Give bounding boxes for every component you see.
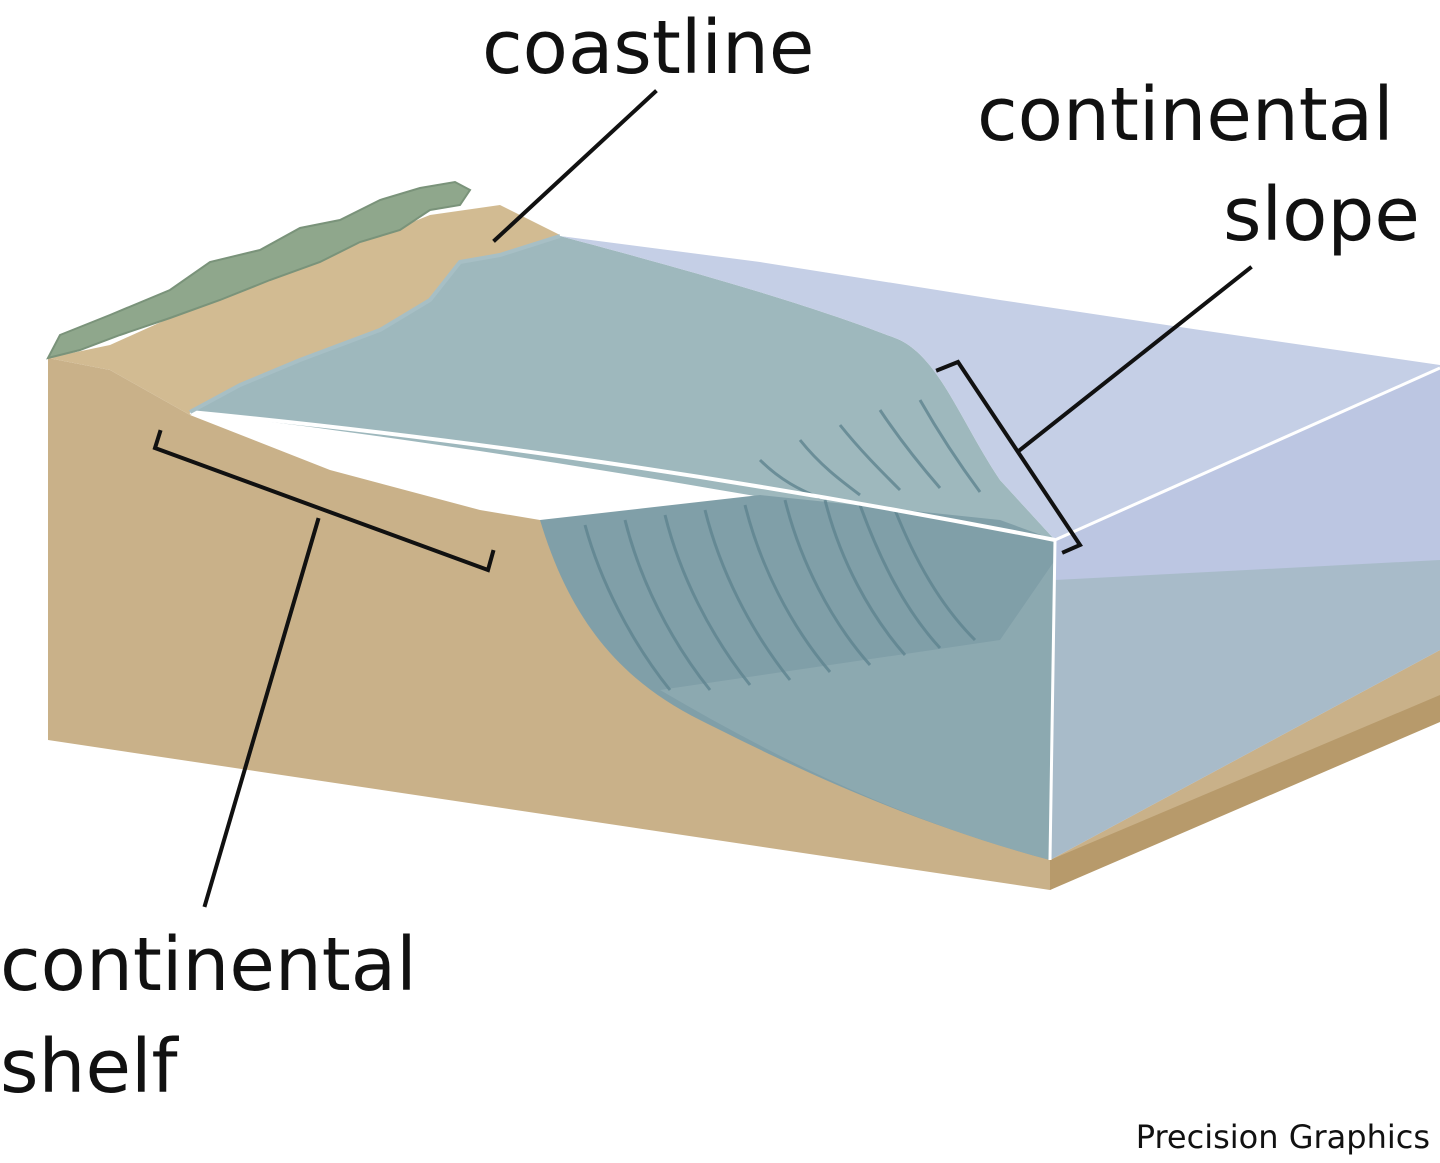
continental-shelf-label-line1: continental — [0, 922, 417, 1008]
shelf-water-surface — [190, 236, 1055, 540]
beach-surface — [48, 205, 560, 415]
continental-slope-label-line2: slope — [1223, 172, 1420, 258]
ocean-side-deep — [1050, 560, 1440, 860]
slope-bracket — [935, 359, 1083, 555]
slope-leader-line — [1017, 265, 1253, 453]
water-surface-line — [189, 410, 1056, 542]
shelf-leader-line — [202, 517, 321, 908]
credit-text: Precision Graphics — [1136, 1118, 1430, 1156]
slope-ridges — [583, 399, 982, 691]
continental-shelf-label-line2: shelf — [0, 1024, 180, 1110]
deep-water-face — [660, 560, 1055, 860]
coastal-vegetation — [46, 180, 472, 360]
shelf-bracket — [152, 429, 496, 573]
coastline-edge — [189, 234, 561, 414]
coastline-leader-line — [492, 89, 658, 243]
water-block-edge — [1048, 366, 1440, 861]
ocean-surface — [560, 236, 1440, 540]
continental-slope-label-line1: continental — [977, 72, 1394, 158]
seabed-edge — [1050, 695, 1440, 890]
coastline-label: coastline — [482, 5, 814, 91]
